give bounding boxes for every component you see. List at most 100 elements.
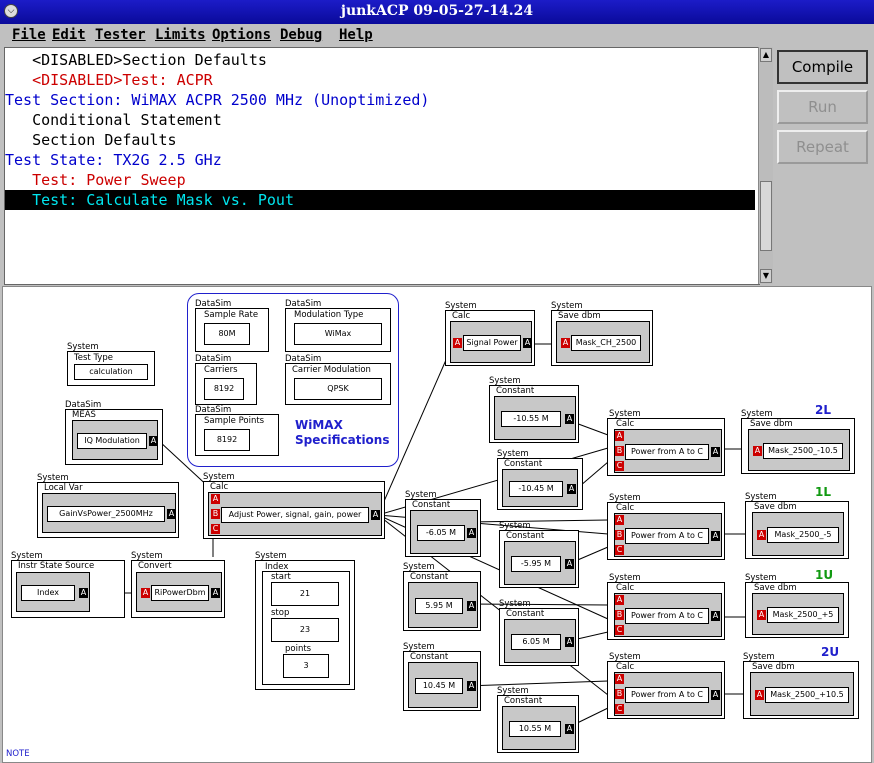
output-port-a[interactable]: A bbox=[371, 510, 380, 520]
input-port-a[interactable]: A bbox=[453, 338, 462, 348]
list-item[interactable]: <DISABLED>Test: ACPR bbox=[5, 71, 213, 89]
save-mask-block[interactable]: Save dbm A Mask_2500_-5 bbox=[745, 501, 849, 559]
compile-button[interactable]: Compile bbox=[777, 50, 868, 84]
repeat-button[interactable]: Repeat bbox=[777, 130, 868, 164]
list-item-selected[interactable]: Test: Calculate Mask vs. Pout bbox=[5, 190, 755, 210]
instr-state-block[interactable]: Instr State Source Index A bbox=[11, 560, 125, 618]
convert-block[interactable]: Convert A RiPowerDbm A bbox=[131, 560, 225, 618]
output-port-a[interactable]: A bbox=[711, 531, 720, 541]
save-mask-block[interactable]: Save dbm A Mask_2500_+10.5 bbox=[743, 661, 859, 719]
input-port-b[interactable]: B bbox=[615, 689, 624, 699]
menu-limits[interactable]: Limits bbox=[155, 27, 206, 43]
save-mask-block[interactable]: Save dbm A Mask_2500_-10.5 bbox=[741, 418, 855, 474]
output-port-a[interactable]: A bbox=[565, 414, 574, 424]
menu-tester[interactable]: Tester bbox=[95, 27, 146, 43]
output-port-a[interactable]: A bbox=[565, 724, 574, 734]
window-menu-icon[interactable]: ⌵ bbox=[4, 4, 18, 18]
menu-help[interactable]: Help bbox=[339, 27, 373, 43]
input-port-c[interactable]: C bbox=[615, 545, 624, 555]
index-points-value[interactable]: 3 bbox=[283, 654, 329, 678]
index-stop-value[interactable]: 23 bbox=[271, 618, 339, 642]
power-calc-block-1l[interactable]: Calc A B C Power from A to C A bbox=[607, 502, 725, 560]
output-port-a[interactable]: A bbox=[467, 681, 476, 691]
input-port-a[interactable]: A bbox=[757, 530, 766, 540]
list-item[interactable]: Test State: TX2G 2.5 GHz bbox=[5, 151, 222, 169]
output-port-a[interactable]: A bbox=[711, 611, 720, 621]
scroll-thumb[interactable] bbox=[760, 181, 772, 251]
menu-debug[interactable]: Debug bbox=[280, 27, 323, 43]
input-port-c[interactable]: C bbox=[615, 625, 624, 635]
constant-block[interactable]: Constant -6.05 M A bbox=[405, 499, 481, 557]
constant-block[interactable]: Constant 6.05 M A bbox=[499, 608, 579, 666]
diagram-canvas[interactable]: System Test Type calculation DataSim MEA… bbox=[2, 286, 872, 763]
list-item[interactable]: <DISABLED>Section Defaults bbox=[5, 51, 267, 69]
output-port-a[interactable]: A bbox=[565, 559, 574, 569]
list-item[interactable]: Test Section: WiMAX ACPR 2500 MHz (Unopt… bbox=[5, 91, 430, 109]
list-item[interactable]: Conditional Statement bbox=[5, 111, 222, 129]
signal-power-block[interactable]: Calc A Signal Power A bbox=[445, 310, 535, 366]
sample-rate-block[interactable]: Sample Rate 80M bbox=[195, 308, 269, 352]
input-port-a[interactable]: A bbox=[211, 494, 220, 504]
input-port-b[interactable]: B bbox=[211, 509, 220, 519]
constant-block[interactable]: Constant 5.95 M A bbox=[403, 571, 481, 631]
output-port-a[interactable]: A bbox=[167, 509, 176, 519]
power-calc-block-1u[interactable]: Calc A B C Power from A to C A bbox=[607, 582, 725, 640]
input-port-b[interactable]: B bbox=[615, 446, 624, 456]
power-calc-block-2u[interactable]: Calc A B C Power from A to C A bbox=[607, 661, 725, 719]
input-port-b[interactable]: B bbox=[615, 610, 624, 620]
output-port-a[interactable]: A bbox=[523, 338, 532, 348]
save-mask-block[interactable]: Save dbm A Mask_2500_+5 bbox=[745, 582, 849, 638]
constant-block[interactable]: Constant 10.45 M A bbox=[403, 651, 481, 711]
input-port-a[interactable]: A bbox=[753, 446, 762, 456]
constant-block[interactable]: Constant 10.55 M A bbox=[497, 695, 579, 753]
index-start-value[interactable]: 21 bbox=[271, 582, 339, 606]
scroll-down-icon[interactable]: ▼ bbox=[760, 269, 772, 283]
input-port-a[interactable]: A bbox=[615, 515, 624, 525]
test-type-block[interactable]: Test Type calculation bbox=[67, 351, 155, 386]
input-port-a[interactable]: A bbox=[757, 610, 766, 620]
input-port-a[interactable]: A bbox=[615, 674, 624, 684]
list-item[interactable]: Test: Power Sweep bbox=[5, 171, 186, 189]
output-port-a[interactable]: A bbox=[565, 637, 574, 647]
carrier-modulation-block[interactable]: Carrier Modulation QPSK bbox=[285, 363, 391, 405]
index-block[interactable]: Index start 21 stop 23 points 3 bbox=[255, 560, 355, 690]
sample-points-block[interactable]: Sample Points 8192 bbox=[195, 414, 279, 456]
input-port-b[interactable]: B bbox=[615, 530, 624, 540]
output-port-a[interactable]: A bbox=[149, 436, 158, 446]
input-port-c[interactable]: C bbox=[615, 704, 624, 714]
input-port-a[interactable]: A bbox=[755, 690, 764, 700]
main-calc-block[interactable]: Calc A B C Adjust Power, signal, gain, p… bbox=[203, 481, 385, 539]
carriers-block[interactable]: Carriers 8192 bbox=[195, 363, 257, 405]
meas-block[interactable]: MEAS IQ Modulation A bbox=[65, 409, 163, 465]
input-port-c[interactable]: C bbox=[211, 524, 220, 534]
menu-edit[interactable]: Edit bbox=[52, 27, 86, 43]
local-var-block[interactable]: Local Var GainVsPower_2500MHz A bbox=[37, 482, 179, 538]
constant-block[interactable]: Constant -10.55 M A bbox=[489, 385, 579, 443]
test-sequence-list[interactable]: <DISABLED>Section Defaults <DISABLED>Tes… bbox=[4, 47, 760, 285]
output-port-a[interactable]: A bbox=[567, 484, 576, 494]
menu-file[interactable]: File bbox=[12, 27, 46, 43]
block-system-label: System bbox=[489, 376, 521, 386]
note-label[interactable]: NOTE bbox=[6, 749, 30, 759]
save-mask-ch-block[interactable]: Save dbm A Mask_CH_2500 bbox=[551, 310, 653, 366]
output-port-a[interactable]: A bbox=[711, 447, 720, 457]
input-port-a[interactable]: A bbox=[615, 431, 624, 441]
output-port-a[interactable]: A bbox=[79, 588, 88, 598]
modulation-type-block[interactable]: Modulation Type WiMax bbox=[285, 308, 391, 352]
input-port-a[interactable]: A bbox=[615, 595, 624, 605]
input-port-a[interactable]: A bbox=[141, 588, 150, 598]
power-calc-block-2l[interactable]: Calc A B C Power from A to C A bbox=[607, 418, 725, 476]
menu-options[interactable]: Options bbox=[212, 27, 272, 43]
output-port-a[interactable]: A bbox=[467, 601, 476, 611]
output-port-a[interactable]: A bbox=[711, 690, 720, 700]
constant-block[interactable]: Constant -5.95 M A bbox=[499, 530, 579, 588]
input-port-a[interactable]: A bbox=[561, 338, 570, 348]
output-port-a[interactable]: A bbox=[467, 528, 476, 538]
constant-block[interactable]: Constant -10.45 M A bbox=[497, 458, 583, 510]
list-scrollbar[interactable]: ▲ ▼ bbox=[758, 47, 773, 284]
run-button[interactable]: Run bbox=[777, 90, 868, 124]
list-item[interactable]: Section Defaults bbox=[5, 131, 177, 149]
scroll-up-icon[interactable]: ▲ bbox=[760, 48, 772, 62]
output-port-a[interactable]: A bbox=[211, 588, 220, 598]
input-port-c[interactable]: C bbox=[615, 461, 624, 471]
